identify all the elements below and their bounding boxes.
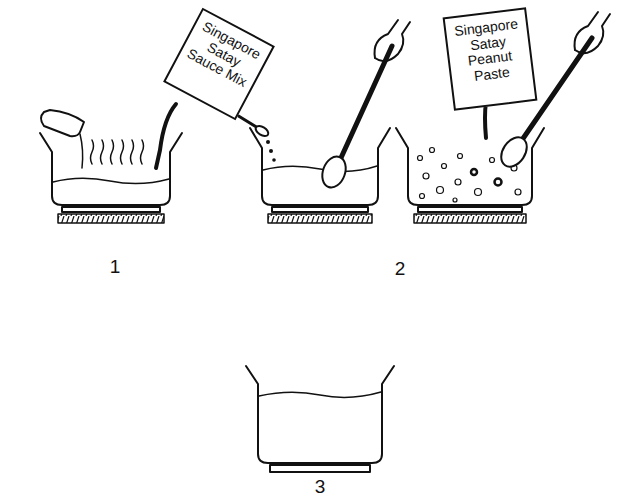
stove-plate: [272, 207, 368, 212]
stove-plate: [270, 465, 370, 472]
stove-plate: [62, 207, 160, 212]
drops: [266, 140, 276, 162]
stove-plate: [418, 207, 522, 212]
pouring-stream: [80, 134, 83, 168]
step-number: 3: [305, 476, 335, 498]
pot: [246, 366, 394, 463]
spoon-bowl: [318, 153, 350, 191]
liquid: [263, 166, 377, 171]
sauce-stream: [156, 104, 176, 168]
spoon-handle: [340, 46, 392, 160]
sauce-packet: Singapore Satay Sauce Mix: [163, 8, 275, 121]
packet-label: Singapore Satay Peanut Paste: [450, 16, 529, 87]
step-number: 2: [385, 258, 415, 280]
hand: [575, 12, 610, 53]
step-number: 1: [100, 256, 130, 278]
pot: [250, 128, 390, 205]
burner: [414, 214, 526, 223]
sauce-packet: Singapore Satay Peanut Paste: [443, 7, 538, 111]
pot: [396, 128, 544, 205]
spoon-bowl: [496, 133, 532, 172]
packet-label: Singapore Satay Sauce Mix: [182, 18, 266, 92]
burner: [268, 214, 372, 223]
liquid: [53, 178, 169, 183]
paste-stream: [485, 102, 486, 138]
hand: [375, 20, 410, 61]
teaspoon-bowl: [254, 124, 270, 138]
burner: [58, 214, 164, 223]
steam-lines: [91, 140, 144, 164]
liquid: [259, 392, 381, 397]
jug: [41, 110, 84, 136]
